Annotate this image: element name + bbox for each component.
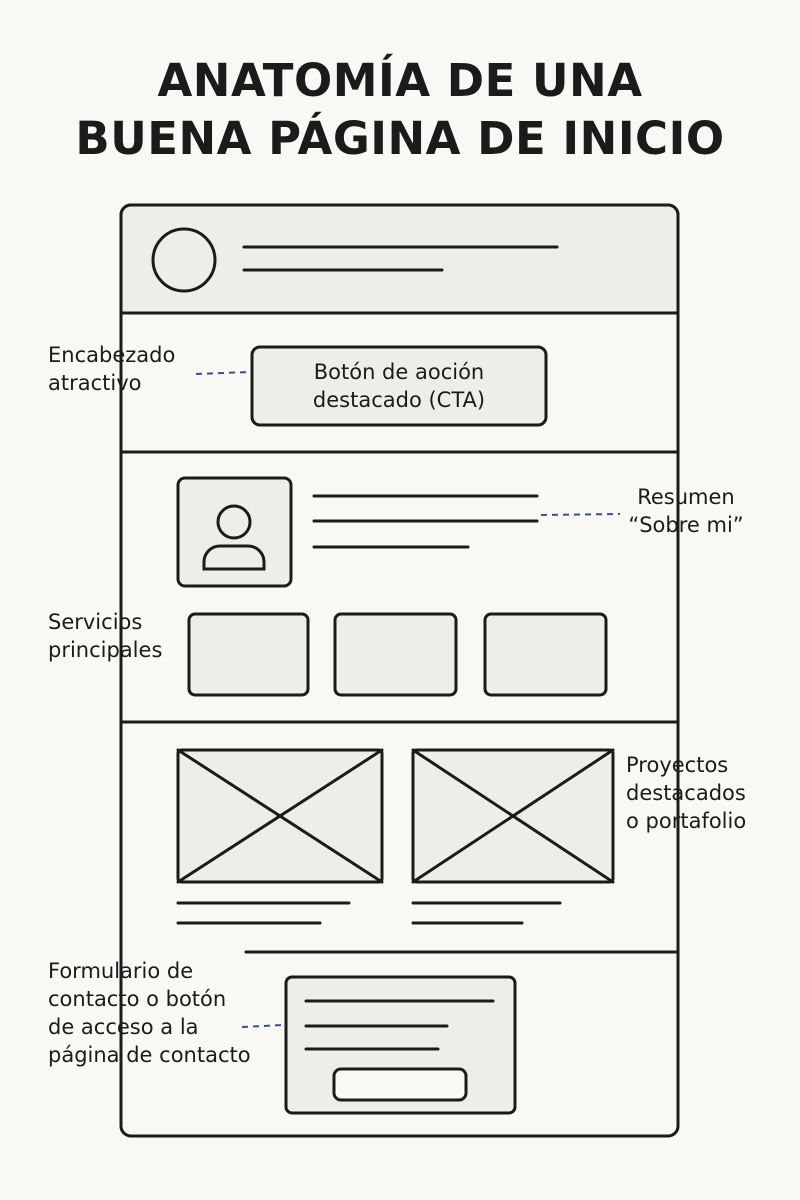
label-projects: Proyectos destacados o portafolio: [626, 751, 746, 835]
image-placeholder-icon: [411, 748, 615, 884]
cta-button: [250, 345, 548, 427]
label-projects-line: destacados: [626, 781, 746, 805]
leader-contact: [241, 1024, 285, 1028]
label-services: Servicios principales: [48, 608, 162, 664]
label-about-line: “Sobre mi”: [628, 513, 744, 537]
person-avatar-icon: [202, 504, 266, 571]
cta-line-1: Botón de aoción: [313, 360, 485, 384]
form-submit-button: [332, 1067, 468, 1102]
label-header: Encabezado atractivo: [48, 341, 175, 397]
label-projects-line: Proyectos: [626, 753, 729, 777]
label-about: Resumen “Sobre mi”: [596, 483, 776, 539]
label-services-line: principales: [48, 638, 163, 662]
cta-line-2: destacado (CTA): [312, 388, 486, 412]
logo-circle-icon: [151, 227, 217, 293]
image-placeholder-icon: [176, 748, 384, 884]
cta-button-label: Botón de aoción destacado (CTA): [253, 348, 545, 424]
title-line-2: BUENA PÁGINA DE INICIO: [75, 112, 725, 165]
leader-header: [195, 371, 251, 375]
leader-about: [540, 513, 621, 516]
nav-bar: [119, 203, 680, 315]
label-header-line: Encabezado: [48, 343, 176, 367]
label-projects-line: o portafolio: [626, 809, 747, 833]
label-services-line: Servicios: [48, 610, 143, 634]
title-line-1: ANATOMÍA DE UNA: [157, 54, 643, 107]
label-contact-line: página de contacto: [48, 1043, 251, 1067]
label-about-line: Resumen: [637, 485, 735, 509]
page-title: ANATOMÍA DE UNA BUENA PÁGINA DE INICIO: [0, 52, 800, 168]
label-header-line: atractivo: [48, 371, 142, 395]
service-card-1: [187, 612, 310, 697]
label-contact-line: de acceso a la: [48, 1015, 199, 1039]
service-card-2: [333, 612, 458, 697]
label-contact: Formulario de contacto o botón de acceso…: [48, 957, 251, 1069]
service-card-3: [483, 612, 608, 697]
label-contact-line: Formulario de: [48, 959, 194, 983]
label-contact-line: contacto o botón: [48, 987, 227, 1011]
